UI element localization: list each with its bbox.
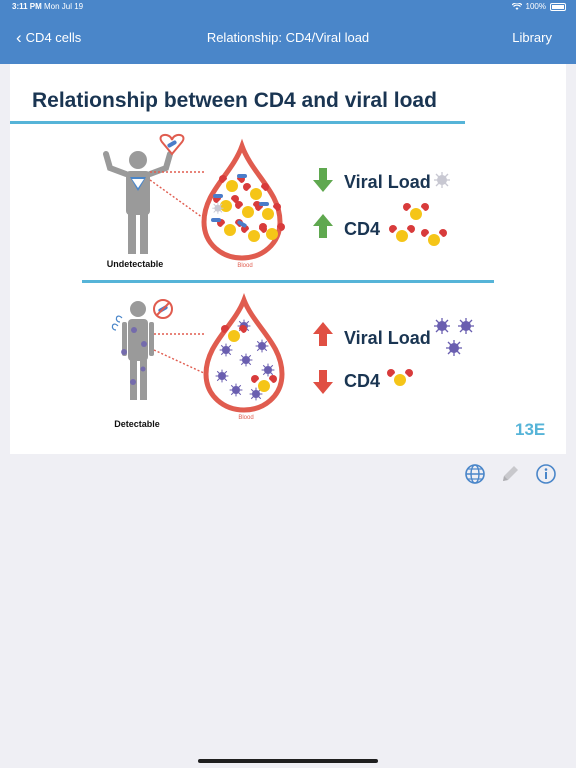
- navigation-bar: ‹ CD4 cells Relationship: CD4/Viral load…: [0, 14, 576, 64]
- heading-divider: [10, 121, 465, 124]
- figure-heading: Relationship between CD4 and viral load: [32, 89, 437, 112]
- undetectable-label: Undetectable: [107, 259, 164, 269]
- bottom-cd4-down-arrow: [313, 370, 333, 394]
- bottom-cd4-label: CD4: [344, 371, 380, 391]
- top-viralload-label: Viral Load: [344, 172, 431, 192]
- top-blood-label: Blood: [237, 263, 252, 269]
- top-cd4-label: CD4: [344, 219, 380, 239]
- top-blood-drop: [201, 138, 285, 261]
- sick-person-figure: [111, 299, 173, 400]
- info-icon[interactable]: [535, 463, 557, 485]
- detectable-label: Detectable: [114, 419, 160, 429]
- pencil-icon[interactable]: [499, 463, 521, 485]
- chevron-left-icon: ‹: [16, 27, 22, 47]
- figure-card: Relationship between CD4 and viral load: [10, 64, 566, 454]
- battery-percent: 100%: [525, 2, 546, 11]
- back-button[interactable]: ‹ CD4 cells: [16, 27, 82, 47]
- section-divider: [82, 280, 494, 283]
- bottom-viralload-label: Viral Load: [344, 328, 431, 348]
- bottom-blood-drop: [203, 293, 285, 413]
- top-cd4-up-arrow: [313, 214, 333, 238]
- figure-illustration: Undetectable Blood Viral Load CD4: [103, 134, 475, 429]
- bottom-blood-label: Blood: [238, 415, 253, 421]
- back-label: CD4 cells: [25, 30, 82, 45]
- home-indicator[interactable]: [198, 759, 378, 763]
- globe-icon[interactable]: [464, 463, 486, 485]
- page-title: Relationship: CD4/Viral load: [206, 30, 370, 45]
- healthy-person-figure: [103, 134, 185, 254]
- status-right: 100%: [511, 2, 566, 11]
- battery-icon: [550, 2, 566, 11]
- status-time: 3:11 PM: [12, 2, 42, 11]
- library-button[interactable]: Library: [512, 30, 552, 45]
- bottom-viralload-up-arrow: [313, 322, 333, 346]
- wifi-icon: [511, 2, 522, 10]
- figure-code: 13E: [515, 420, 546, 439]
- status-bar: 3:11 PM Mon Jul 19 100%: [0, 0, 576, 14]
- status-date: Mon Jul 19: [44, 2, 84, 11]
- top-viralload-down-arrow: [313, 168, 333, 192]
